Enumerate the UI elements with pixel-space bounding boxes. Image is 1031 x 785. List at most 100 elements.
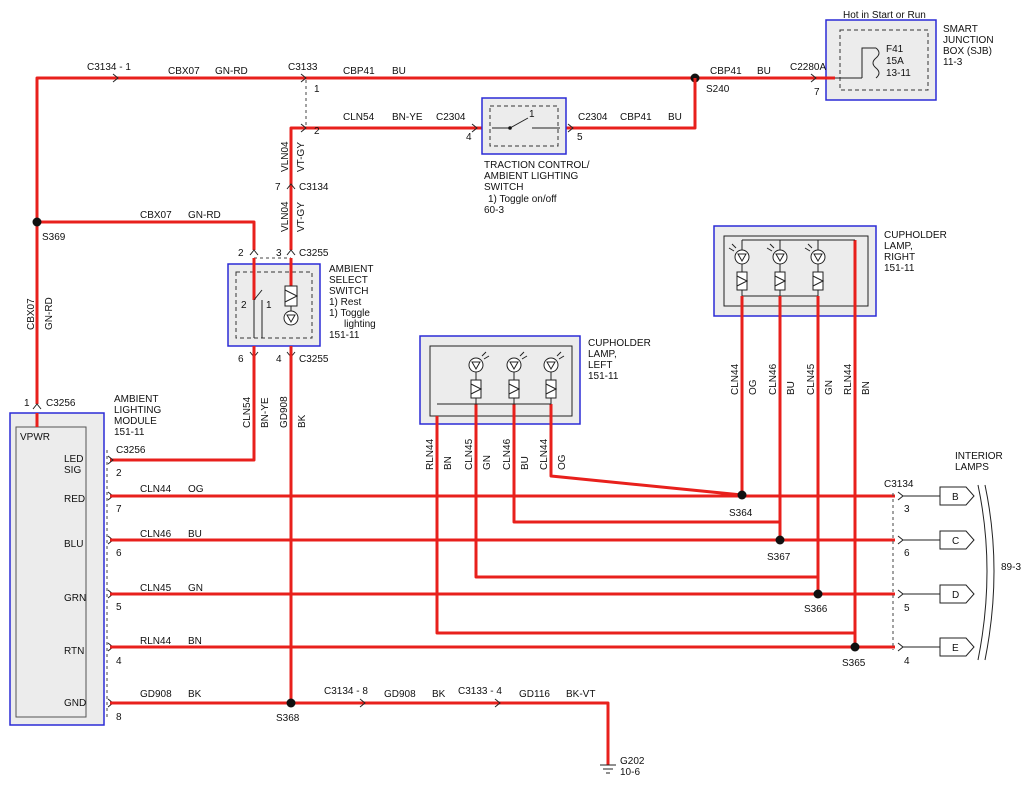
amb-bn-ye: BN-YE bbox=[260, 397, 271, 428]
splice-s364-label: S364 bbox=[729, 508, 753, 519]
lamp-diode-icon bbox=[286, 314, 296, 324]
cup-right-w2-color: BU bbox=[786, 381, 797, 395]
cup-right-w4-color: BN bbox=[861, 381, 872, 395]
trac-title-1: TRACTION CONTROL/ bbox=[484, 160, 590, 171]
cup-right-title-4: 151-11 bbox=[884, 263, 915, 274]
sjb-inner bbox=[839, 29, 929, 91]
top-c3134: C3134 - 1 bbox=[87, 62, 131, 73]
amb-title-1: AMBIENT bbox=[329, 264, 373, 275]
mod-out-blu-color: BU bbox=[188, 529, 202, 540]
amb-title-2: SELECT bbox=[329, 275, 368, 286]
cup-right-lamp-1-rays-icon bbox=[728, 243, 747, 263]
cup-right-resistor-2-zigzag-icon bbox=[774, 275, 787, 287]
trac-note: 1) Toggle on/off bbox=[488, 194, 557, 205]
splice-s365-label: S365 bbox=[842, 658, 866, 669]
amb-pin3: 3 bbox=[276, 248, 282, 259]
sjb-title-1: SMART bbox=[943, 24, 978, 35]
int-pin-b: 3 bbox=[904, 504, 910, 515]
mod-title-3: MODULE bbox=[114, 416, 157, 427]
top-wire bbox=[35, 76, 835, 404]
cup-right-w4-circuit: RLN44 bbox=[843, 363, 854, 395]
s369-group: S369 CBX07 GN-RD CBX07 GN-RD bbox=[26, 210, 256, 330]
mod-out-blu-label: BLU bbox=[64, 539, 83, 550]
s369-cbx07: CBX07 bbox=[140, 210, 172, 221]
cup-right-resistor-3-icon bbox=[812, 271, 824, 291]
cup-right-resistor-2-icon bbox=[774, 271, 786, 291]
cup-left-title-4: 151-11 bbox=[588, 371, 619, 382]
int-connector-c-icon bbox=[897, 535, 940, 545]
cbx07-branch-wire bbox=[37, 220, 256, 250]
trac-bu: BU bbox=[668, 112, 682, 123]
splice-s369 bbox=[32, 217, 42, 227]
gnd-bk: BK bbox=[432, 689, 446, 700]
wire-gnd bbox=[110, 701, 610, 765]
connector-c3256-1-icon bbox=[32, 403, 42, 410]
mod-out-grn-label: GRN bbox=[64, 593, 86, 604]
cup-left-cln44-wire bbox=[549, 404, 743, 497]
cup-right-w3-circuit: CLN45 bbox=[806, 363, 817, 395]
mod-out-red-pin: 7 bbox=[116, 504, 122, 515]
int-c3134: C3134 bbox=[884, 479, 914, 490]
gnd-c3134-8: C3134 - 8 bbox=[324, 686, 368, 697]
ambient-module-group: 1 C3256 AMBIENT LIGHTING MODULE 151-11 V… bbox=[9, 394, 204, 726]
main-wires bbox=[110, 494, 895, 765]
sjb-pin: 7 bbox=[814, 87, 820, 98]
cbp41-switch-wire bbox=[565, 78, 697, 130]
connector-c3133-2-icon bbox=[300, 123, 307, 133]
mod-out-red-circuit: CLN44 bbox=[140, 484, 172, 495]
mod-out-grn-color: GN bbox=[188, 583, 203, 594]
top-wire-group: C3134 - 1 CBX07 GN-RD C3133 1 CBP41 BU S… bbox=[35, 62, 862, 404]
mod-c3256-top: C3256 bbox=[46, 398, 76, 409]
mod-out-red-color: OG bbox=[188, 484, 204, 495]
cup-left-lamp-3-rays-icon bbox=[546, 351, 565, 371]
cup-left-w4-circuit: CLN44 bbox=[539, 438, 550, 470]
trac-c2304-in: C2304 bbox=[436, 112, 466, 123]
sjb-title-2: JUNCTION bbox=[943, 35, 994, 46]
mod-out-gnd-pin: 8 bbox=[116, 712, 122, 723]
cupholder-right-group: CUPHOLDER LAMP, RIGHT 151-11 CLN44 OG CL… bbox=[713, 225, 947, 647]
cup-right-resistor-1-icon bbox=[736, 271, 748, 291]
int-terminal-b bbox=[939, 486, 975, 506]
sjb-title-4: 11-3 bbox=[943, 57, 963, 68]
smart-junction-box: Hot in Start or Run F41 15A 13-11 SMART … bbox=[814, 10, 994, 101]
int-title-2: LAMPS bbox=[955, 462, 989, 473]
connector-c3134-7-icon bbox=[286, 183, 296, 190]
amb-gd908: GD908 bbox=[279, 396, 290, 428]
cup-left-title-3: LEFT bbox=[588, 360, 612, 371]
mod-pin1: 1 bbox=[24, 398, 30, 409]
splice-s365 bbox=[850, 642, 860, 652]
int-terminal-c bbox=[939, 530, 975, 550]
cup-right-title-1: CUPHOLDER bbox=[884, 230, 947, 241]
s369-v-cbx07: CBX07 bbox=[26, 298, 37, 330]
mod-out-gnd-label: GND bbox=[64, 698, 86, 709]
cup-left-resistor-3-icon bbox=[545, 379, 557, 399]
top-bu: BU bbox=[392, 66, 406, 77]
trac-title-2: AMBIENT LIGHTING bbox=[484, 171, 578, 182]
cup-left-resistor-1-zigzag-icon bbox=[470, 383, 483, 395]
cup-left-lamp-1 bbox=[468, 351, 490, 404]
sjb-frame bbox=[825, 19, 937, 101]
splice-s366-label: S366 bbox=[804, 604, 828, 615]
cup-right-resistor-3-zigzag-icon bbox=[812, 275, 825, 287]
gnd-ref: 10-6 bbox=[620, 767, 640, 778]
amb-c3255-bottom: C3255 bbox=[299, 354, 329, 365]
trac-cln54: CLN54 bbox=[343, 112, 375, 123]
cup-right-w2-circuit: CLN46 bbox=[768, 363, 779, 395]
cupholder-right-inner bbox=[723, 235, 869, 307]
splice-s367 bbox=[775, 535, 785, 545]
top-gn-rd: GN-RD bbox=[215, 66, 248, 77]
cup-left-lamp-2 bbox=[506, 351, 528, 404]
s369-label: S369 bbox=[42, 232, 66, 243]
mod-out-blu-circuit: CLN46 bbox=[140, 529, 172, 540]
mod-led: LED bbox=[64, 454, 83, 465]
vln-vln04-b: VLN04 bbox=[280, 201, 291, 232]
int-letter-e: E bbox=[952, 643, 959, 654]
ground-symbol-icon bbox=[600, 764, 616, 774]
cupholder-left-group: CUPHOLDER LAMP, LEFT 151-11 RLN44 BN CLN… bbox=[419, 335, 857, 647]
sjb-fuse-name: F41 bbox=[886, 44, 904, 55]
sjb-fuse-lead bbox=[861, 47, 876, 78]
sjb-fuse-rating: 15A bbox=[886, 56, 904, 67]
vln-c3134: C3134 bbox=[299, 182, 329, 193]
mod-out-gnd-circuit: GD908 bbox=[140, 689, 172, 700]
int-pin-d: 5 bbox=[904, 603, 910, 614]
